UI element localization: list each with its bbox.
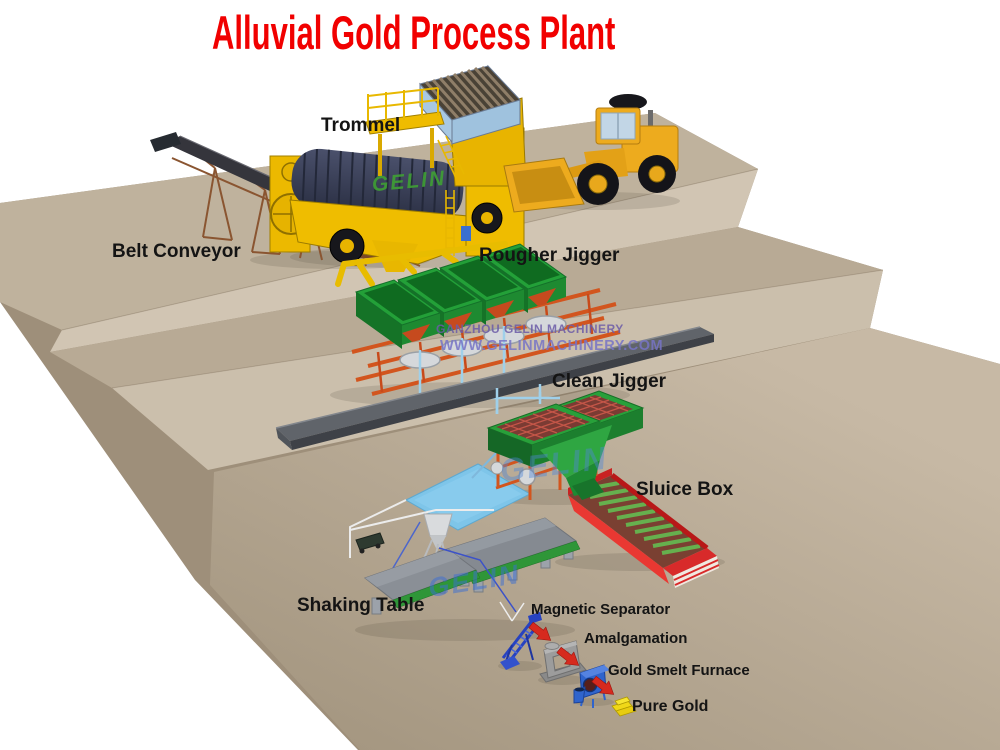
sluice-riffles [580,481,701,555]
label-clean-jigger: Clean Jigger [552,371,667,392]
table-pump [355,532,385,551]
sluice-discharge [663,548,717,576]
label-trommel: Trommel [321,115,401,136]
trommel-machine [269,64,527,272]
magnetic-separator-machine [499,601,542,670]
loader-spare-tire [609,94,647,110]
page-title: Alluvial Gold Process Plant [212,6,616,59]
table-green-edge [392,569,481,609]
label-pure-gold: Pure Gold [632,698,709,715]
clean-jigger-funnel [540,425,612,500]
sluice-left-wall [568,495,669,584]
terrace-bottom [210,328,1000,750]
amalgamation-machine [539,640,587,683]
jigger-hoppers [354,243,568,349]
clean-jigger-machine [486,384,645,500]
pure-gold-ingots [611,696,637,717]
table-green-edge [468,540,581,585]
cliff-face-2 [112,270,883,470]
watermark-website: WWW.GELINMACHINERY.COM [440,338,664,354]
label-shaking-table: Shaking Table [297,595,425,616]
label-sluice-box: Sluice Box [636,479,734,500]
trommel-tank [461,226,471,241]
label-belt-conveyor: Belt Conveyor [112,241,241,262]
trommel-platform [365,87,465,256]
shaking-table-machine [355,513,581,615]
label-rougher-jigger: Rougher Jigger [479,245,620,266]
grizzly-screen [419,64,521,145]
jigger-feed-manifold [335,241,508,287]
watermark-company: GANZHOU GELIN MACHINERY [436,322,624,336]
label-magnetic-separator: Magnetic Separator [531,601,671,618]
rougher-jigger-machine [335,241,621,414]
sluice-box-machine [568,468,720,588]
white-pipes [349,499,494,558]
conveyor-head-motor [150,132,181,152]
walkway-ramp [275,326,714,450]
label-amalgamation: Amalgamation [584,630,688,647]
clean-jigger-feed-pipes [495,384,542,414]
separator-head [528,612,542,624]
label-gold-smelt-furnace: Gold Smelt Furnace [608,662,750,679]
separator-tray [500,656,520,670]
wheel-loader-machine [503,94,679,213]
